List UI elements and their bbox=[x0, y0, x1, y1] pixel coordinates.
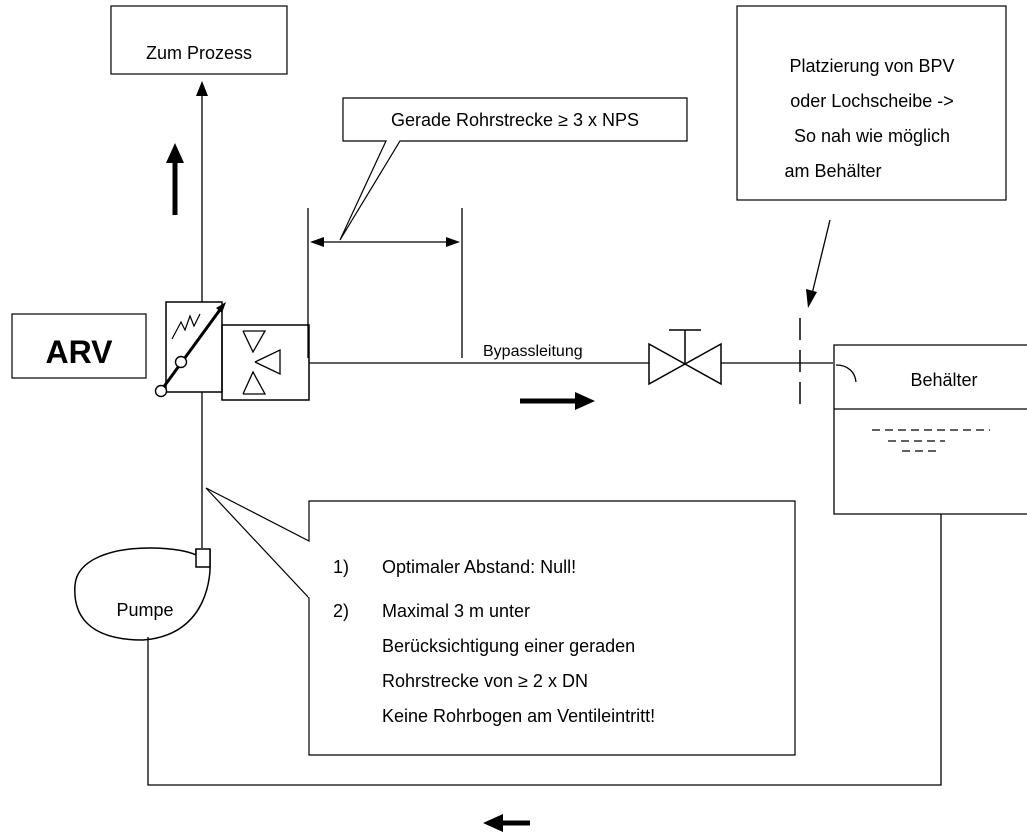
arv-stem-arrowhead bbox=[216, 302, 226, 313]
placement-line-2: oder Lochscheibe -> bbox=[790, 91, 954, 111]
note-2-line-1: Maximal 3 m unter bbox=[382, 601, 530, 621]
bypass-label: Bypassleitung bbox=[483, 343, 583, 360]
pump-casing bbox=[74, 547, 211, 641]
tank-outline bbox=[833, 344, 1027, 515]
note-2-line-4: Keine Rohrbogen am Ventileintritt! bbox=[382, 706, 655, 726]
pump-label: Pumpe bbox=[116, 600, 173, 620]
notes-callout bbox=[205, 487, 796, 756]
note-2-line-3: Rohrstrecke von ≥ 2 x DN bbox=[382, 671, 588, 691]
placement-line-4: am Behälter bbox=[784, 161, 881, 181]
placement-pointer-line bbox=[811, 219, 831, 295]
flow-right-arrowhead bbox=[575, 392, 595, 410]
flow-up-arrowhead bbox=[166, 143, 184, 163]
placement-line-3: So nah wie möglich bbox=[794, 126, 950, 146]
arv-spring-icon bbox=[171, 313, 201, 340]
return-line bbox=[147, 514, 942, 786]
note-2-line-2: Berücksichtigung einer geraden bbox=[382, 636, 635, 656]
note-1-number: 1) bbox=[333, 557, 349, 577]
orifice-tip-shape bbox=[254, 348, 281, 376]
gate-valve-icon bbox=[648, 342, 722, 386]
note-2-number: 2) bbox=[333, 601, 349, 621]
straight-pipe-callout bbox=[339, 97, 688, 241]
arv-label: ARV bbox=[46, 334, 114, 370]
arv-stem bbox=[158, 306, 224, 393]
arv-box bbox=[11, 313, 147, 379]
process-box bbox=[110, 5, 288, 75]
placement-line-1: Platzierung von BPV bbox=[789, 56, 954, 76]
dimension-arrowhead-right bbox=[446, 237, 460, 247]
placement-pointer-arrowhead bbox=[806, 289, 817, 308]
tank-label: Behälter bbox=[910, 370, 977, 390]
straight-pipe-label: Gerade Rohrstrecke ≥ 3 x NPS bbox=[391, 110, 639, 130]
note-1-line: Optimaler Abstand: Null! bbox=[382, 557, 576, 577]
process-label: Zum Prozess bbox=[146, 43, 252, 63]
orifice-upper-shape bbox=[242, 330, 267, 354]
orifice-lower-shape bbox=[242, 370, 267, 395]
arv-orifice-box bbox=[221, 324, 310, 401]
dimension-arrowhead-left bbox=[310, 237, 324, 247]
arv-bottom-circle bbox=[154, 384, 168, 398]
arv-pivot-circle bbox=[174, 355, 188, 369]
tank-inlet-curve bbox=[835, 364, 857, 383]
placement-box bbox=[736, 5, 1007, 201]
process-arrowhead bbox=[196, 81, 208, 96]
pump-outlet bbox=[195, 548, 211, 568]
flow-left-arrowhead bbox=[483, 814, 503, 832]
